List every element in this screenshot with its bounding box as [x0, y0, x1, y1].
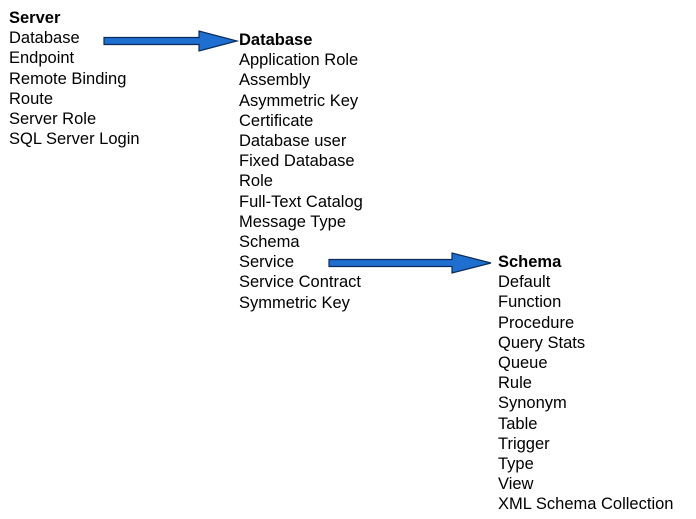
database-heading: Database: [239, 31, 313, 49]
database-item-asymmetric-key: Asymmetric Key: [239, 91, 359, 110]
schema-heading: Schema: [498, 253, 562, 271]
database-item-certificate: Certificate: [239, 111, 314, 130]
schema-column: Schema Default Function Procedure Query …: [498, 252, 673, 515]
server-item-server-role: Server Role: [9, 110, 97, 129]
arrow-server-to-database: [103, 30, 240, 52]
database-item-message-type: Message Type: [239, 212, 347, 231]
schema-item-trigger: Trigger: [498, 434, 550, 453]
schema-item-view: View: [498, 475, 534, 494]
schema-item-default: Default: [498, 273, 551, 292]
schema-item-function: Function: [498, 293, 562, 312]
database-item-assembly: Assembly: [239, 71, 311, 90]
server-item-endpoint: Endpoint: [9, 49, 75, 68]
server-item-route: Route: [9, 89, 54, 108]
schema-item-queue: Queue: [498, 354, 548, 373]
database-item-symmetric-key: Symmetric Key: [239, 293, 350, 312]
database-item-service-contract: Service Contract: [239, 273, 361, 292]
server-item-sql-server-login: SQL Server Login: [9, 130, 140, 149]
schema-item-procedure: Procedure: [498, 313, 575, 332]
database-column: Database Application Role Assembly Asymm…: [239, 30, 363, 313]
schema-item-query-stats: Query Stats: [498, 333, 586, 352]
schema-item-xml-schema-collection: XML Schema Collection: [498, 495, 674, 514]
arrow-database-to-schema-shape: [328, 252, 492, 274]
schema-item-synonym: Synonym: [498, 394, 567, 413]
database-item-application-role: Application Role: [239, 51, 359, 70]
database-item-schema: Schema: [239, 233, 300, 252]
schema-item-table: Table: [498, 414, 538, 433]
database-item-service: Service: [239, 253, 295, 272]
database-item-database-user: Database user: [239, 132, 347, 151]
database-item-role: Role: [239, 172, 273, 191]
server-column: Server Database Endpoint Remote Binding …: [9, 8, 140, 149]
arrow-server-to-database-shape: [103, 30, 240, 52]
server-item-remote-binding: Remote Binding: [9, 69, 127, 88]
schema-item-rule: Rule: [498, 374, 532, 393]
arrow-database-to-schema: [328, 252, 492, 274]
database-item-full-text-catalog: Full-Text Catalog: [239, 192, 363, 211]
database-item-fixed-database: Fixed Database: [239, 152, 355, 171]
server-item-database: Database: [9, 29, 80, 48]
schema-item-type: Type: [498, 455, 534, 474]
server-heading: Server: [9, 9, 61, 27]
